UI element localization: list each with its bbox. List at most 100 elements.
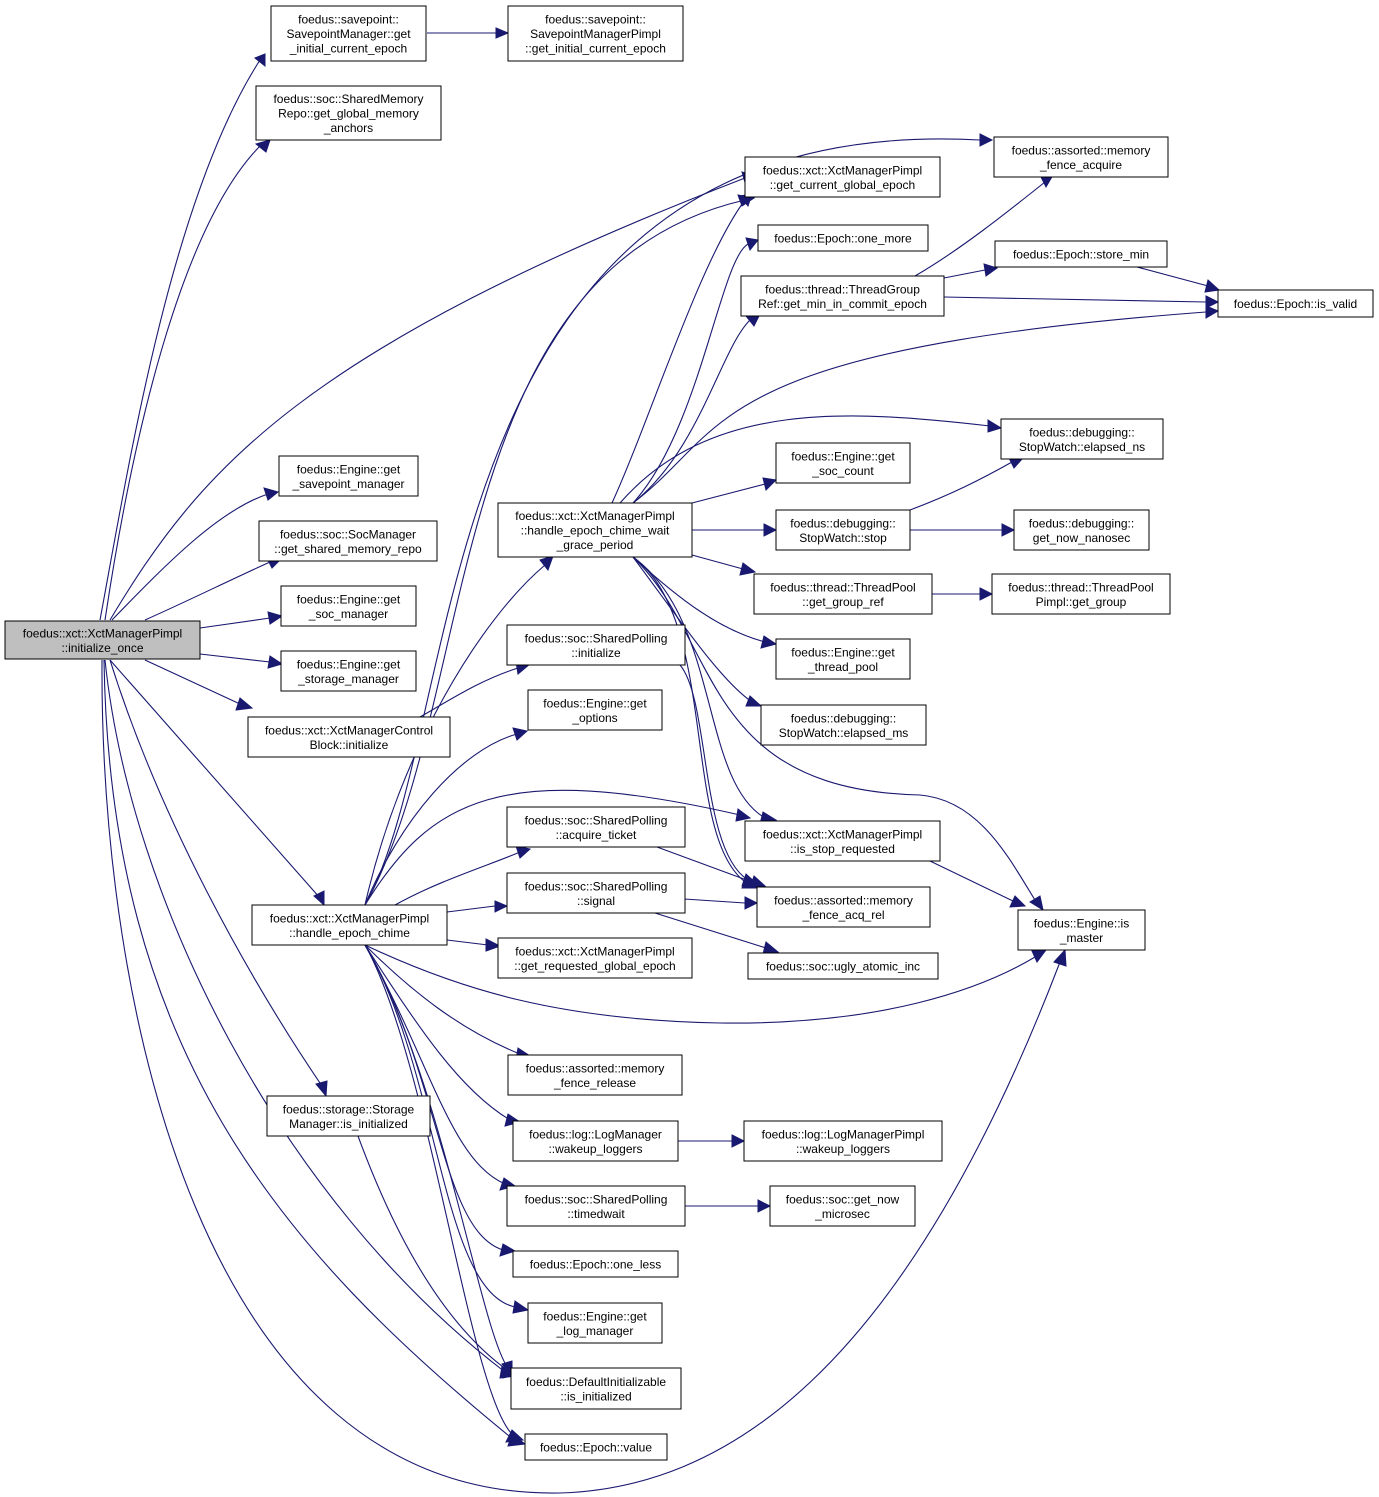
- function-node-soc-get-shm[interactable]: foedus::soc::SocManager::get_shared_memo…: [258, 520, 438, 562]
- call-edge-chime_wait-to-eng_soc_count: [691, 477, 778, 504]
- call-edge-handle_chime-to-eng_options: [364, 727, 529, 906]
- node-label-line: foedus::debugging::: [1029, 516, 1134, 530]
- function-node-spp-get-init[interactable]: foedus::savepoint::SavepointManagerPimpl…: [507, 5, 684, 62]
- edge-line: [364, 944, 515, 1437]
- node-label-line: ::initialize: [571, 646, 621, 660]
- edge-line: [632, 319, 751, 504]
- node-label-line: foedus::Engine::get: [297, 592, 401, 606]
- call-edge-root-to-eng_storage: [199, 653, 284, 669]
- edge-line: [929, 860, 1016, 903]
- node-label-line: foedus::log::LogManager: [529, 1127, 662, 1141]
- function-node-sp-signal[interactable]: foedus::soc::SharedPolling::signal: [506, 872, 686, 914]
- function-node-eng-soc-count[interactable]: foedus::Engine::get_soc_count: [775, 442, 911, 484]
- function-node-eng-log[interactable]: foedus::Engine::get_log_manager: [527, 1302, 663, 1344]
- edge-line: [943, 269, 986, 279]
- function-node-storage-is-init[interactable]: foedus::storage::StorageManager::is_init…: [266, 1095, 431, 1137]
- node-box: [506, 872, 686, 914]
- function-node-req-global-epoch[interactable]: foedus::xct::XctManagerPimpl::get_reques…: [497, 937, 693, 979]
- node-label-line: _soc_count: [811, 464, 874, 478]
- arrowhead-icon: [235, 697, 254, 711]
- function-node-epoch-value[interactable]: foedus::Epoch::value: [524, 1433, 668, 1461]
- node-label-line: foedus::soc::SharedPolling: [525, 1192, 668, 1206]
- arrowhead-icon: [512, 727, 529, 741]
- edge-line: [632, 556, 753, 703]
- function-node-tp-group-ref[interactable]: foedus::thread::ThreadPool::get_group_re…: [753, 573, 933, 615]
- function-node-logp-wakeup[interactable]: foedus::log::LogManagerPimpl::wakeup_log…: [743, 1120, 943, 1162]
- node-label-line: _soc_manager: [308, 607, 388, 621]
- call-edge-is_stop_req-to-eng_is_master: [929, 860, 1027, 908]
- edge-line: [632, 556, 749, 885]
- node-label-line: _storage_manager: [297, 672, 399, 686]
- call-edge-root-to-soc_get_shm: [144, 555, 281, 621]
- node-label-line: _fence_release: [553, 1076, 636, 1090]
- function-node-cur-global-epoch[interactable]: foedus::xct::XctManagerPimpl::get_curren…: [744, 156, 941, 198]
- function-node-sp-initialize[interactable]: foedus::soc::SharedPolling::initialize: [506, 624, 686, 666]
- node-box: [744, 820, 941, 862]
- function-node-epoch-store-min[interactable]: foedus::Epoch::store_min: [994, 240, 1168, 268]
- function-node-handle-chime[interactable]: foedus::xct::XctManagerPimpl::handle_epo…: [251, 904, 448, 946]
- function-node-shmem-anchors[interactable]: foedus::soc::SharedMemoryRepo::get_globa…: [255, 85, 442, 141]
- function-node-fence-acq-rel[interactable]: foedus::assorted::memory_fence_acq_rel: [756, 886, 931, 928]
- function-node-soc-now-micro[interactable]: foedus::soc::get_now_microsec: [769, 1185, 916, 1227]
- node-box: [1013, 509, 1150, 551]
- arrowhead-icon: [1001, 523, 1016, 537]
- function-node-threadgroup-min[interactable]: foedus::thread::ThreadGroupRef::get_min_…: [740, 275, 945, 317]
- function-node-epoch-one-more[interactable]: foedus::Epoch::one_more: [757, 224, 929, 252]
- edge-line: [364, 564, 546, 906]
- function-node-fence-release[interactable]: foedus::assorted::memory_fence_release: [507, 1054, 683, 1096]
- call-edge-sp_signal-to-fence_acq_rel: [683, 896, 759, 910]
- function-node-sw-elapsed-ms[interactable]: foedus::debugging::StopWatch::elapsed_ms: [760, 704, 927, 746]
- function-node-log-wakeup[interactable]: foedus::log::LogManager::wakeup_loggers: [512, 1120, 679, 1162]
- arrowhead-icon: [267, 611, 284, 625]
- call-edge-handle_chime-to-sp_acquire: [394, 845, 532, 906]
- node-label-line: foedus::Epoch::one_less: [530, 1258, 661, 1272]
- node-box: [740, 275, 945, 317]
- edge-line: [446, 939, 489, 946]
- function-node-eng-get-soc[interactable]: foedus::Engine::get_soc_manager: [280, 585, 417, 627]
- node-label-line: ::acquire_ticket: [556, 828, 637, 842]
- node-box: [775, 509, 911, 551]
- node-label-line: _savepoint_manager: [291, 477, 404, 491]
- function-node-sp-acquire[interactable]: foedus::soc::SharedPolling::acquire_tick…: [506, 806, 686, 848]
- arrowhead-icon: [762, 941, 780, 955]
- function-node-xcb-initialize[interactable]: foedus::xct::XctManagerControlBlock::ini…: [247, 716, 451, 758]
- function-node-eng-get-sp[interactable]: foedus::Engine::get_savepoint_manager: [278, 455, 419, 497]
- edge-line: [619, 415, 991, 504]
- call-edge-root-to-shmem_anchors: [104, 139, 271, 621]
- function-node-sp-timedwait[interactable]: foedus::soc::SharedPolling::timedwait: [506, 1185, 686, 1227]
- node-box: [524, 1433, 668, 1461]
- function-node-get-now-nano[interactable]: foedus::debugging::get_now_nanosec: [1013, 509, 1150, 551]
- function-node-epoch-is-valid[interactable]: foedus::Epoch::is_valid: [1217, 289, 1374, 318]
- node-box: [507, 5, 684, 62]
- arrowhead-icon: [760, 635, 778, 649]
- node-label-line: foedus::debugging::: [1029, 425, 1134, 439]
- function-node-ugly-inc[interactable]: foedus::soc::ugly_atomic_inc: [747, 952, 939, 980]
- function-node-eng-storage[interactable]: foedus::Engine::get_storage_manager: [280, 650, 417, 692]
- function-node-epoch-one-less[interactable]: foedus::Epoch::one_less: [512, 1250, 679, 1278]
- function-node-sp-get-init[interactable]: foedus::savepoint::SavepointManager::get…: [270, 5, 427, 62]
- node-label-line: foedus::Epoch::store_min: [1013, 248, 1149, 262]
- function-node-fence-acquire[interactable]: foedus::assorted::memory_fence_acquire: [993, 136, 1169, 178]
- arrowhead-icon: [749, 875, 767, 889]
- function-node-chime-wait[interactable]: foedus::xct::XctManagerPimpl::handle_epo…: [497, 502, 693, 558]
- edge-line: [632, 243, 749, 504]
- node-label-line: foedus::Engine::get: [543, 696, 647, 710]
- edge-line: [364, 944, 516, 1308]
- call-edge-log_wakeup-to-logp_wakeup: [678, 1134, 746, 1148]
- function-node-sw-elapsed-ns[interactable]: foedus::debugging::StopWatch::elapsed_ns: [1000, 418, 1164, 460]
- edge-line: [364, 199, 746, 906]
- function-node-sw-stop[interactable]: foedus::debugging::StopWatch::stop: [775, 509, 911, 551]
- function-node-eng-is-master[interactable]: foedus::Engine::is_master: [1017, 909, 1146, 951]
- node-label-line: foedus::Engine::get: [297, 462, 401, 476]
- function-node-is-stop-req[interactable]: foedus::xct::XctManagerPimpl::is_stop_re…: [744, 820, 941, 862]
- function-node-eng-options[interactable]: foedus::Engine::get_options: [527, 689, 663, 731]
- node-label-line: foedus::Epoch::is_valid: [1234, 297, 1357, 311]
- function-node-default-is-init[interactable]: foedus::DefaultInitializable::is_initial…: [510, 1367, 682, 1410]
- edge-line: [364, 733, 518, 906]
- function-node-tpp-get-group[interactable]: foedus::thread::ThreadPoolPimpl::get_gro…: [991, 573, 1171, 615]
- arrowhead-icon: [495, 27, 510, 39]
- function-node-eng-thread-pool[interactable]: foedus::Engine::get_thread_pool: [775, 638, 911, 680]
- arrowhead-icon: [263, 487, 280, 501]
- function-node-root[interactable]: foedus::xct::XctManagerPimpl::initialize…: [4, 620, 201, 660]
